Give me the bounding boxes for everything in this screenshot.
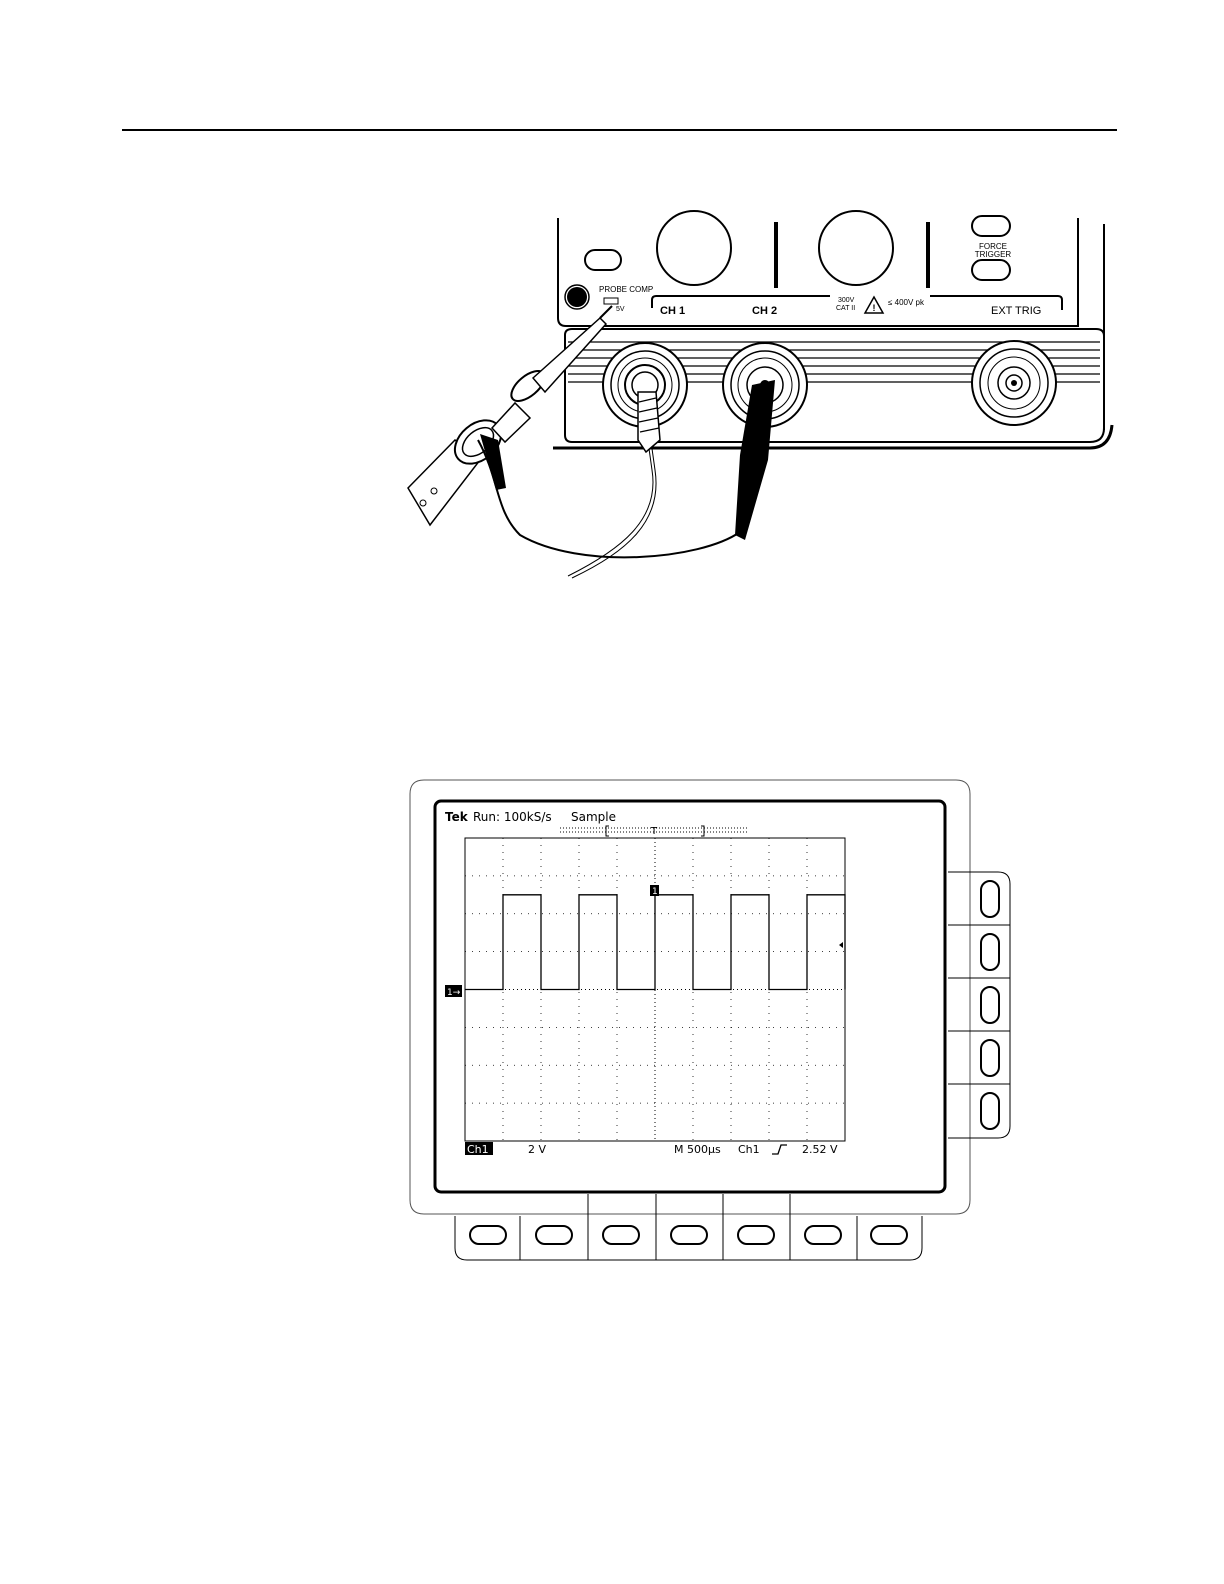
acquisition-mode: Sample (571, 810, 616, 824)
bottom-button-5[interactable] (738, 1226, 774, 1244)
readout-trigger-level: 2.52 V (802, 1143, 838, 1156)
bottom-button-1[interactable] (470, 1226, 506, 1244)
acquisition-status: Run: 100kS/s (473, 810, 552, 824)
side-button-3[interactable] (981, 987, 999, 1023)
side-button-1[interactable] (981, 881, 999, 917)
side-button-4[interactable] (981, 1040, 999, 1076)
display-screen (435, 801, 945, 1192)
readout-trigger-source: Ch1 (738, 1143, 760, 1156)
brand-label: Tek (445, 810, 469, 824)
bottom-button-3[interactable] (603, 1226, 639, 1244)
side-button-2[interactable] (981, 934, 999, 970)
side-button-5[interactable] (981, 1093, 999, 1129)
readout-timebase: M 500µs (674, 1143, 721, 1156)
trigger-position-marker: T (650, 826, 658, 837)
ground-marker: 1→ (447, 988, 461, 998)
readout-volts: 2 V (528, 1143, 546, 1156)
bottom-button-6[interactable] (805, 1226, 841, 1244)
bottom-button-4[interactable] (671, 1226, 707, 1244)
readout-channel: Ch1 (467, 1143, 489, 1156)
bottom-button-7[interactable] (871, 1226, 907, 1244)
bottom-button-2[interactable] (536, 1226, 572, 1244)
channel-marker: 1 (652, 887, 658, 897)
